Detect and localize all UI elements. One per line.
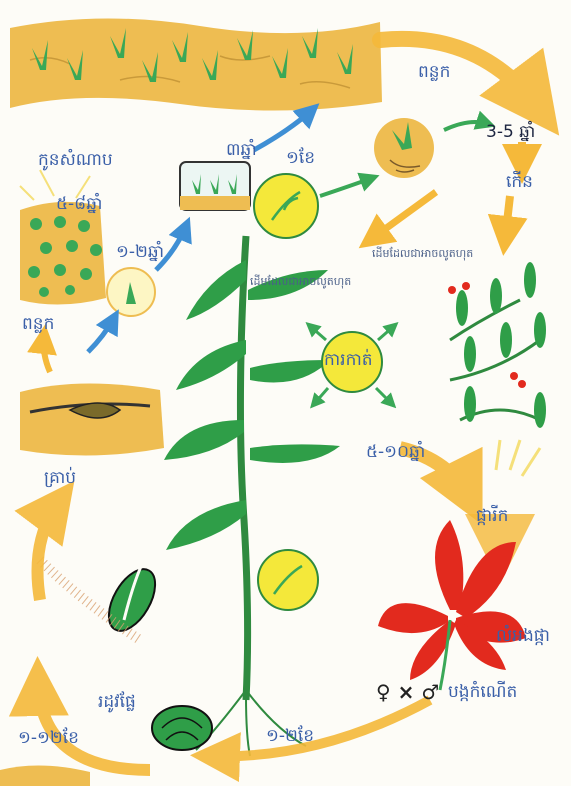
rays-flowering xyxy=(496,440,540,476)
arrow-seed-to-bud xyxy=(88,318,114,352)
label-seed: គ្រាប់ xyxy=(44,470,76,487)
one-month-circle xyxy=(254,174,318,238)
arrow-grow-to-center xyxy=(370,192,436,240)
arrow-circle-to-ball xyxy=(320,178,372,196)
label-mature-plant-center: ដើមដែលជាអាចលូតហុត xyxy=(250,276,351,287)
seed-pod xyxy=(99,560,164,638)
mature-plant-cluster xyxy=(448,262,546,428)
arrow-grow-to-mature xyxy=(505,196,510,240)
seedling-tray xyxy=(180,162,250,210)
label-sprout: ពន្លក xyxy=(22,316,54,333)
seedling-ball xyxy=(374,118,434,178)
arrow-seed-to-sprout xyxy=(44,336,50,372)
arrow-fertilization-to-fruit xyxy=(210,700,430,756)
label-seedlings: កូនសំណាប xyxy=(38,152,113,169)
arrow-nursery-to-cluster xyxy=(380,39,540,110)
label-one-two-years: ១-២ឆ្នាំ xyxy=(116,244,164,261)
label-flowering: ផ្ការីក xyxy=(476,508,508,525)
label-transplant: ពន្លក xyxy=(418,64,450,81)
stem-circle xyxy=(258,550,318,610)
main-plant xyxy=(164,236,340,756)
seedling-bed xyxy=(20,202,106,305)
label-flower-size: លំអងផ្កា xyxy=(496,628,550,645)
seed-soil xyxy=(20,383,164,455)
cut-arrow-ne xyxy=(378,326,394,340)
cut-arrow-sw xyxy=(314,388,328,404)
arrow-ball-to-years xyxy=(444,122,488,130)
label-grow: កើន xyxy=(506,174,533,191)
label-five-ten-years: ៥-១០ឆ្នាំ xyxy=(366,444,425,461)
bud-circle xyxy=(107,268,155,316)
label-fruit: រដូវផ្លែ xyxy=(98,694,136,711)
fruit xyxy=(152,706,212,750)
label-cutting: ការកាត់ xyxy=(324,352,373,369)
label-five-eight-years: ៥-៨ឆ្នាំ xyxy=(56,196,102,213)
label-mature-plant-right: ដើមដែលជាអាចលូតហុត xyxy=(372,248,473,259)
gender-symbols: ♀ × ♂ xyxy=(376,682,439,702)
red-flower xyxy=(378,520,526,690)
arrow-tray-to-nursery xyxy=(254,110,312,150)
nursery-bed xyxy=(10,18,382,110)
bottom-soil xyxy=(0,765,90,786)
label-fertilization: បង្កកំណើត xyxy=(448,684,517,701)
label-one-twelve-months: ១-១២ខែ xyxy=(18,730,79,747)
label-one-two-months: ១-២ខែ xyxy=(266,728,314,745)
label-three-five-years: 3-5 ឆ្នាំ xyxy=(486,124,535,141)
cut-arrow-se xyxy=(376,388,392,404)
label-one-month: ១ខែ xyxy=(286,150,315,167)
arrow-pod-up xyxy=(38,500,61,600)
label-nursery-time: ៣ឆ្នាំ xyxy=(226,142,257,159)
cut-arrow-nw xyxy=(310,326,326,340)
